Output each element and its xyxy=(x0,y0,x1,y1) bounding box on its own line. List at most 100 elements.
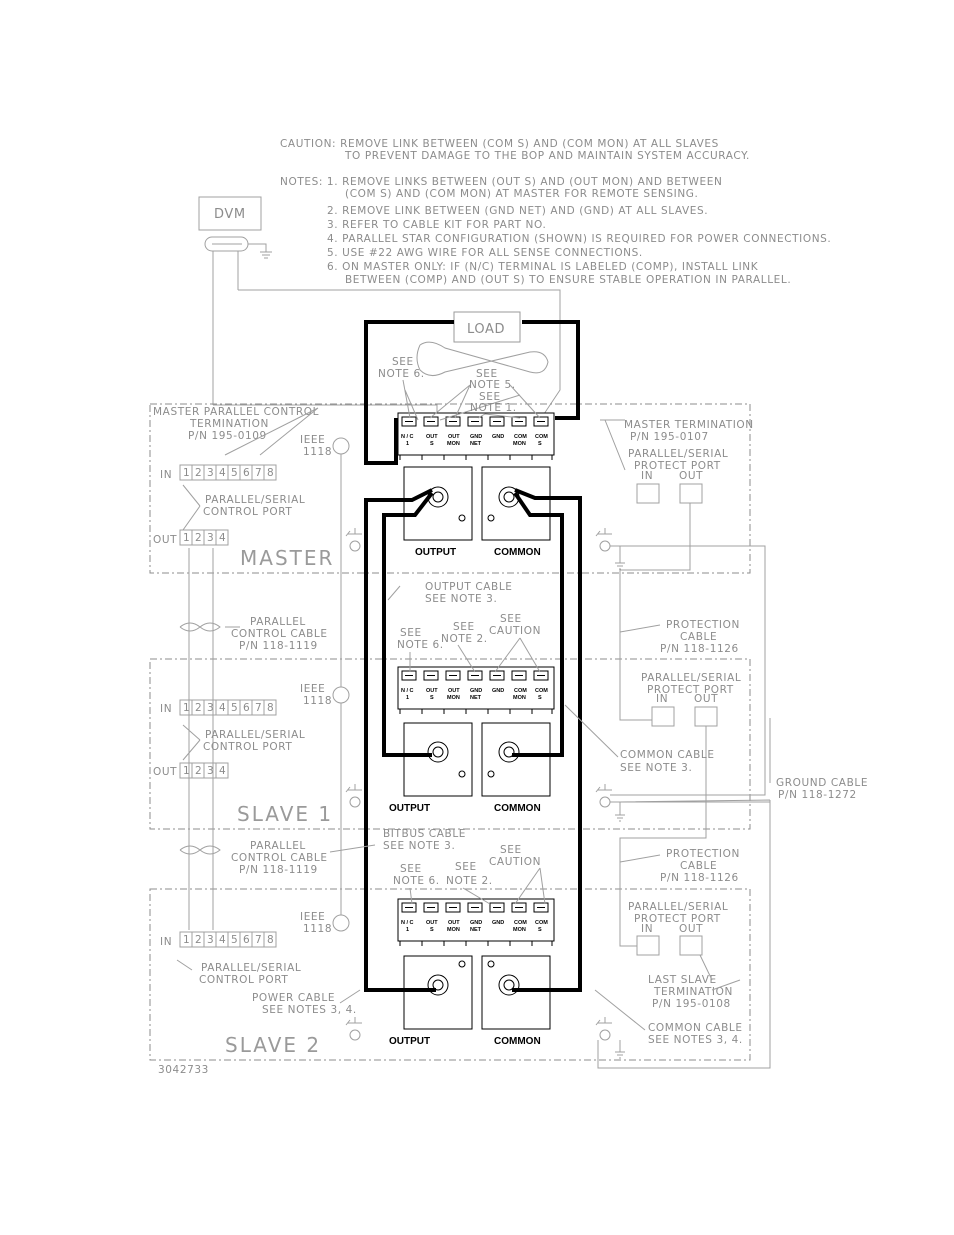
terminal-screw-icon xyxy=(467,416,483,427)
master-common-block xyxy=(481,466,551,541)
term-label: N / C xyxy=(401,920,414,926)
terminal-screw-icon xyxy=(533,902,549,913)
s1-caution: CAUTION xyxy=(489,625,541,637)
master-out-pin-box xyxy=(215,529,229,546)
master-ieee-connector xyxy=(332,437,350,455)
s2-note2: NOTE 2. xyxy=(446,875,493,887)
term-label: OUT xyxy=(426,920,438,926)
master-unit xyxy=(149,403,751,574)
master-in-label: IN xyxy=(160,469,172,481)
psp-label-1: PARALLEL/SERIAL xyxy=(641,672,741,684)
ground-icon xyxy=(345,528,362,552)
callout-note6: NOTE 6. xyxy=(378,368,425,380)
slave1-out-pin-number: 3 xyxy=(207,765,214,777)
slave1-in-pin-number: 4 xyxy=(219,702,226,714)
caution-block: CAUTION: REMOVE LINK BETWEEN (COM S) AND… xyxy=(280,138,749,162)
slave1-ieee-connector xyxy=(332,686,350,704)
power-cable-label-2: SEE NOTES 3, 4. xyxy=(262,1004,357,1016)
power-cables xyxy=(364,320,582,992)
slave2-ieee-connector xyxy=(332,914,350,932)
slave1-out-pin-number: 4 xyxy=(219,765,226,777)
master-in-pin-number: 8 xyxy=(267,467,274,479)
note-line-7: 6. ON MASTER ONLY: IF (N/C) TERMINAL IS … xyxy=(327,261,759,273)
term-label: NET xyxy=(470,927,482,933)
s2-note6: NOTE 6. xyxy=(393,875,440,887)
slave2-in-pin-number: 3 xyxy=(207,934,214,946)
bitbus-label-1: BITBUS CABLE xyxy=(383,828,466,840)
slave1-protect-in-label: IN xyxy=(656,693,668,705)
s1-see-3: SEE xyxy=(500,613,522,625)
pc2-label-3: P/N 118-1126 xyxy=(660,872,739,884)
output-cable-label-2: SEE NOTE 3. xyxy=(425,593,497,605)
term-label: COM xyxy=(535,920,548,926)
leader-lines xyxy=(176,379,771,1031)
ground-icon xyxy=(595,1017,612,1041)
psp-label-1: PARALLEL/SERIAL xyxy=(628,901,728,913)
mpc-label-1: MASTER PARALLEL CONTROL xyxy=(153,406,319,418)
master-in-pin-number: 3 xyxy=(207,467,214,479)
term-label: COM xyxy=(514,688,527,694)
term-label: S xyxy=(430,441,434,447)
slave1-output-label: OUTPUT xyxy=(389,803,430,814)
pscp-label-2: CONTROL PORT xyxy=(203,741,292,753)
master-protect-out-label: OUT xyxy=(679,470,703,482)
note-line-4: 3. REFER TO CABLE KIT FOR PART NO. xyxy=(327,219,546,231)
mpc-label-3: P/N 195-0109 xyxy=(188,430,267,442)
terminal-screw-icon xyxy=(489,670,505,681)
master-out-label: OUT xyxy=(153,534,177,546)
term-label: GND xyxy=(470,434,482,440)
control-cable-loop-2 xyxy=(179,845,221,855)
terminal-screw-icon xyxy=(401,670,417,681)
terminal-screw-icon xyxy=(467,902,483,913)
terminal-screw-icon xyxy=(467,670,483,681)
lst-label-2: TERMINATION xyxy=(653,986,733,998)
pc2-label-2: CABLE xyxy=(680,860,717,872)
slave2-protect-out-label: OUT xyxy=(679,923,703,935)
term-label: GND xyxy=(492,688,504,694)
load: LOAD xyxy=(416,311,549,376)
dvm-label: DVM xyxy=(214,207,246,222)
term-label: N / C xyxy=(401,434,414,440)
master-title: MASTER xyxy=(240,546,334,570)
slave1-in-pin-number: 7 xyxy=(255,702,262,714)
slave2-title: SLAVE 2 xyxy=(225,1033,321,1057)
s1-see-1: SEE xyxy=(400,627,422,639)
slave2-protect-in xyxy=(636,935,660,956)
ground-icon xyxy=(595,784,612,808)
terminal-screw-icon xyxy=(445,670,461,681)
term-label: S xyxy=(538,927,542,933)
master-in-pin-box xyxy=(263,464,277,481)
term-label: MON xyxy=(513,441,526,447)
pscp-label-1: PARALLEL/SERIAL xyxy=(205,494,305,506)
terminal-screw-icon xyxy=(511,902,527,913)
slave2-unit xyxy=(149,888,751,1061)
term-label: OUT xyxy=(448,688,460,694)
master-in-pin-number: 1 xyxy=(183,467,190,479)
master-output-block xyxy=(403,466,473,541)
note-line-5: 4. PARALLEL STAR CONFIGURATION (SHOWN) I… xyxy=(327,233,831,245)
pcc2-label-1: PARALLEL xyxy=(250,840,306,852)
s2-see-1: SEE xyxy=(400,863,422,875)
pc1-label-2: CABLE xyxy=(680,631,717,643)
note-line-2: (COM S) AND (COM MON) AT MASTER FOR REMO… xyxy=(345,188,698,200)
psp-label-2: PROTECT PORT xyxy=(647,684,734,696)
psp-label-2: PROTECT PORT xyxy=(634,913,721,925)
slave2-ieee-num: 1118 xyxy=(303,923,332,935)
slave2-in-pin-number: 2 xyxy=(195,934,202,946)
slave1-in-pin-number: 3 xyxy=(207,702,214,714)
callout-note5: NOTE 5. xyxy=(469,379,516,391)
slave2-in-label: IN xyxy=(160,936,172,948)
master-in-pin-number: 7 xyxy=(255,467,262,479)
pscp-label-2: CONTROL PORT xyxy=(203,506,292,518)
slave1-title: SLAVE 1 xyxy=(237,802,333,826)
term-label: N / C xyxy=(401,688,414,694)
slave1-in-pin-number: 6 xyxy=(243,702,250,714)
slave1-protect-out xyxy=(694,706,718,727)
master-out-pin-number: 1 xyxy=(183,532,190,544)
slave2-in-pin-box xyxy=(263,931,277,948)
terminal-screw-icon xyxy=(533,670,549,681)
master-in-pin-number: 5 xyxy=(231,467,238,479)
slave1-in-pin-number: 2 xyxy=(195,702,202,714)
term-label: OUT xyxy=(426,434,438,440)
terminal-screw-icon xyxy=(423,670,439,681)
